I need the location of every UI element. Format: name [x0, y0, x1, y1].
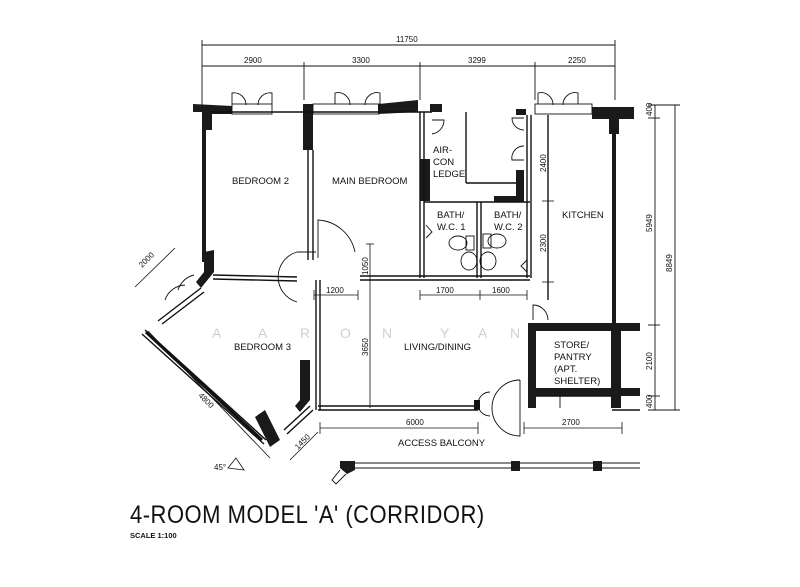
- room-bath-2: BATH/: [494, 210, 522, 221]
- plan-title: 4-ROOM MODEL 'A' (CORRIDOR): [130, 500, 485, 529]
- angle-marker: [227, 457, 245, 471]
- access-balcony-label: ACCESS BALCONY: [398, 438, 486, 449]
- watermark: A A R O N Y A N: [212, 325, 520, 341]
- svg-text:Y: Y: [440, 325, 450, 341]
- svg-text:2900: 2900: [244, 56, 262, 65]
- top-dimensions: [201, 40, 616, 105]
- inner-dimensions: [134, 243, 623, 461]
- svg-text:2250: 2250: [568, 56, 586, 65]
- svg-text:O: O: [340, 325, 351, 341]
- svg-text:400: 400: [645, 394, 654, 408]
- svg-text:CON: CON: [433, 157, 454, 168]
- doors: [164, 119, 561, 437]
- svg-text:1450: 1450: [293, 432, 312, 451]
- room-bedroom-2: BEDROOM 2: [232, 176, 289, 187]
- svg-text:3299: 3299: [468, 56, 486, 65]
- plan-scale: SCALE 1:100: [130, 531, 177, 540]
- svg-text:N: N: [382, 325, 392, 341]
- svg-text:3650: 3650: [361, 338, 370, 356]
- svg-text:R: R: [300, 325, 310, 341]
- svg-text:8849: 8849: [665, 254, 674, 272]
- svg-text:(APT.: (APT.: [554, 364, 577, 375]
- svg-text:1200: 1200: [326, 286, 344, 295]
- svg-text:LEDGE: LEDGE: [433, 169, 465, 180]
- svg-text:5949: 5949: [645, 214, 654, 232]
- right-dimensions: [648, 104, 680, 411]
- room-bedroom-3: BEDROOM 3: [234, 342, 291, 353]
- fixtures: [425, 224, 528, 273]
- svg-text:3300: 3300: [352, 56, 370, 65]
- svg-text:1700: 1700: [436, 286, 454, 295]
- room-bath-1: BATH/: [437, 210, 465, 221]
- room-kitchen: KITCHEN: [562, 210, 604, 221]
- svg-text:A: A: [478, 325, 488, 341]
- svg-text:PANTRY: PANTRY: [554, 352, 592, 363]
- svg-text:6000: 6000: [406, 418, 424, 427]
- room-living-dining: LIVING/DINING: [404, 342, 471, 353]
- walls: [193, 100, 640, 447]
- svg-text:A: A: [258, 325, 268, 341]
- svg-text:1600: 1600: [492, 286, 510, 295]
- windows: [231, 92, 593, 161]
- room-main-bedroom: MAIN BEDROOM: [332, 176, 408, 187]
- bedroom3-window-wall: [144, 330, 264, 442]
- svg-text:45°: 45°: [214, 463, 226, 472]
- door-stop: [474, 400, 480, 410]
- room-store: STORE/: [554, 340, 590, 351]
- svg-text:2100: 2100: [645, 352, 654, 370]
- svg-text:W.C. 2: W.C. 2: [494, 222, 523, 233]
- room-aircon-ledge-1: AIR-: [433, 145, 452, 156]
- svg-text:400: 400: [645, 102, 654, 116]
- svg-text:A: A: [212, 325, 222, 341]
- svg-text:2400: 2400: [539, 154, 548, 172]
- svg-text:2700: 2700: [562, 418, 580, 427]
- svg-text:W.C. 1: W.C. 1: [437, 222, 466, 233]
- railing-posts: [340, 461, 602, 474]
- svg-text:11750: 11750: [396, 35, 418, 44]
- svg-text:2000: 2000: [137, 250, 156, 269]
- svg-text:SHELTER): SHELTER): [554, 376, 600, 387]
- svg-text:1050: 1050: [361, 257, 370, 275]
- svg-text:2300: 2300: [539, 234, 548, 252]
- svg-text:N: N: [510, 325, 520, 341]
- corridor-railing: [331, 462, 640, 485]
